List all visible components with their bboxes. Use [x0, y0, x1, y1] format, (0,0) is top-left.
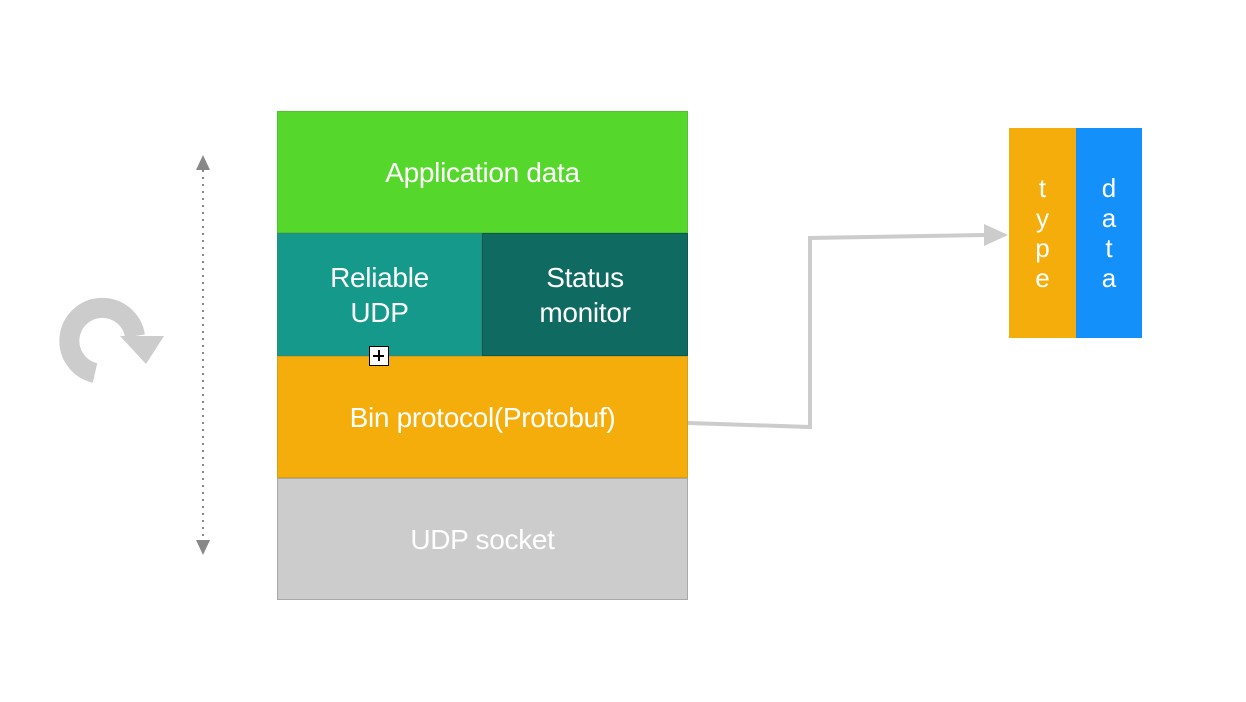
reliable-udp-label: Reliable UDP [330, 261, 429, 328]
plus-box-icon[interactable] [369, 346, 389, 366]
packet-type-letter: t [1038, 173, 1047, 203]
packet-data-letter: a [1101, 203, 1117, 233]
udp-socket-label: UDP socket [410, 523, 555, 555]
packet-type-letter: e [1035, 263, 1050, 293]
packet-data-letter: t [1105, 233, 1113, 263]
bin-protocol-label: Bin protocol(Protobuf) [349, 401, 616, 433]
double-arrow-vertical-icon [196, 155, 210, 555]
application-data-layer: Application data [277, 111, 688, 233]
status-monitor-layer: Status monitor [482, 233, 688, 356]
reliable-udp-layer: Reliable UDP [277, 233, 482, 356]
status-monitor-label: Status monitor [539, 261, 631, 328]
udp-socket-layer: UDP socket [277, 478, 688, 600]
connector-arrow [687, 224, 1008, 430]
packet-data-letter: a [1101, 263, 1117, 293]
packet-type-letter: y [1036, 203, 1049, 233]
bin-protocol-layer: Bin protocol(Protobuf) [277, 356, 688, 478]
packet-type-letter: p [1035, 233, 1050, 263]
packet-data-letter: d [1101, 173, 1117, 203]
cycle-arrow-icon [59, 297, 164, 383]
application-data-label: Application data [385, 156, 580, 188]
